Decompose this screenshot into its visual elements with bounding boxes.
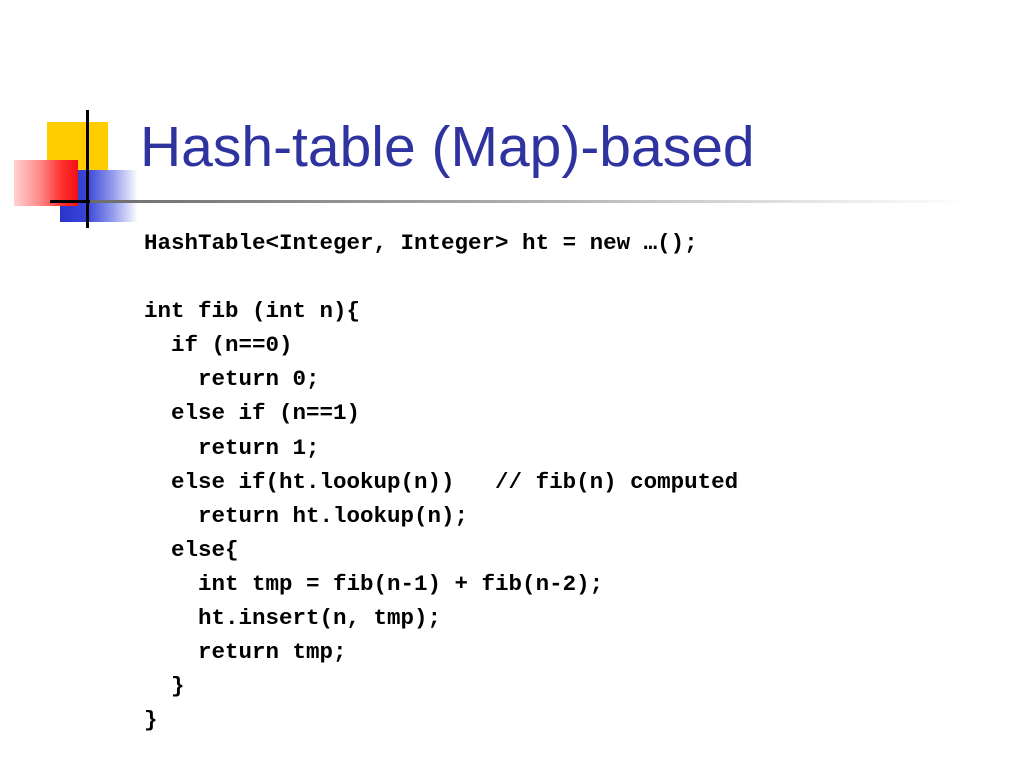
corner-logo-icon [0,0,150,240]
code-line [144,260,738,294]
code-line: int tmp = fib(n-1) + fib(n-2); [144,570,604,597]
code-line: else{ [144,536,239,563]
code-line: int fib (int n){ [144,298,361,325]
code-line: ht.insert(n, tmp); [144,605,442,632]
slide-title: Hash-table (Map)-based [140,115,755,179]
logo-vertical-line [86,110,89,228]
logo-red-square [14,160,78,206]
code-line: HashTable<Integer, Integer> ht = new …()… [144,230,698,256]
code-line: } [144,673,185,700]
code-line: return 1; [144,434,320,461]
code-line: return ht.lookup(n); [144,502,469,529]
title-divider [90,200,970,203]
code-line: if (n==0) [144,332,293,359]
code-line: else if (n==1) [144,400,361,427]
code-line: else if(ht.lookup(n)) // fib(n) computed [144,468,739,495]
logo-horizontal-line [50,200,108,203]
code-line: return 0; [144,366,320,393]
code-line: return tmp; [144,639,347,666]
code-block: HashTable<Integer, Integer> ht = new …()… [144,226,738,737]
code-line: } [144,707,158,734]
